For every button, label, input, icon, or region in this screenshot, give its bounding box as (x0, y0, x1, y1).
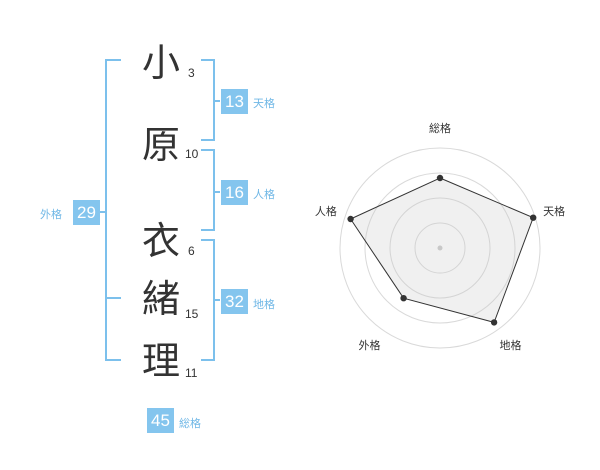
name-char-3: 衣 (142, 219, 181, 263)
radar-axis-label-tenkaku: 天格 (543, 204, 566, 218)
name-char-5: 理 (142, 339, 181, 383)
radar-center (437, 245, 443, 251)
chikaku-label: 地格 (253, 298, 275, 311)
radar-point-2 (490, 319, 498, 326)
radar-polygon (349, 177, 534, 324)
jinkaku-value-badge: 16 (221, 180, 248, 205)
stroke-count-1: 3 (188, 66, 195, 80)
chikaku-value-badge: 32 (221, 289, 248, 314)
radar-ring (389, 197, 491, 299)
radar-axis-label-chikaku: 地格 (499, 339, 522, 353)
radar-axis-label-gaikaku: 外格 (358, 339, 381, 353)
radar-point-4 (347, 215, 354, 223)
jinkaku-bracket (201, 149, 215, 231)
radar-axis-label-soukaku: 総格 (429, 122, 451, 135)
jinkaku-label: 人格 (253, 188, 275, 201)
tenkaku-value-badge: 13 (221, 89, 248, 114)
gaikaku-label: 外格 (40, 208, 62, 221)
radar-point-3 (400, 295, 407, 302)
stroke-count-5: 11 (185, 366, 198, 380)
stroke-count-4: 15 (185, 307, 199, 321)
gaikaku-value-badge: 29 (73, 200, 100, 225)
stroke-count-3: 6 (188, 244, 195, 258)
stroke-count-2: 10 (185, 147, 199, 161)
name-char-2: 原 (142, 123, 181, 167)
radar-point-1 (530, 214, 537, 221)
gaikaku-bracket-top (105, 59, 121, 361)
radar-axis-label-jinkaku: 人格 (314, 204, 337, 218)
tenkaku-label: 天格 (253, 97, 275, 110)
soukaku-label: 総格 (179, 417, 201, 430)
name-char-1: 小 (142, 41, 181, 85)
name-char-4: 緒 (142, 277, 181, 321)
radar-point-0 (436, 174, 444, 182)
soukaku-value-badge: 45 (147, 408, 174, 433)
radar-ring (414, 222, 466, 274)
radar-ring (339, 147, 541, 349)
radar-ring (364, 172, 516, 324)
